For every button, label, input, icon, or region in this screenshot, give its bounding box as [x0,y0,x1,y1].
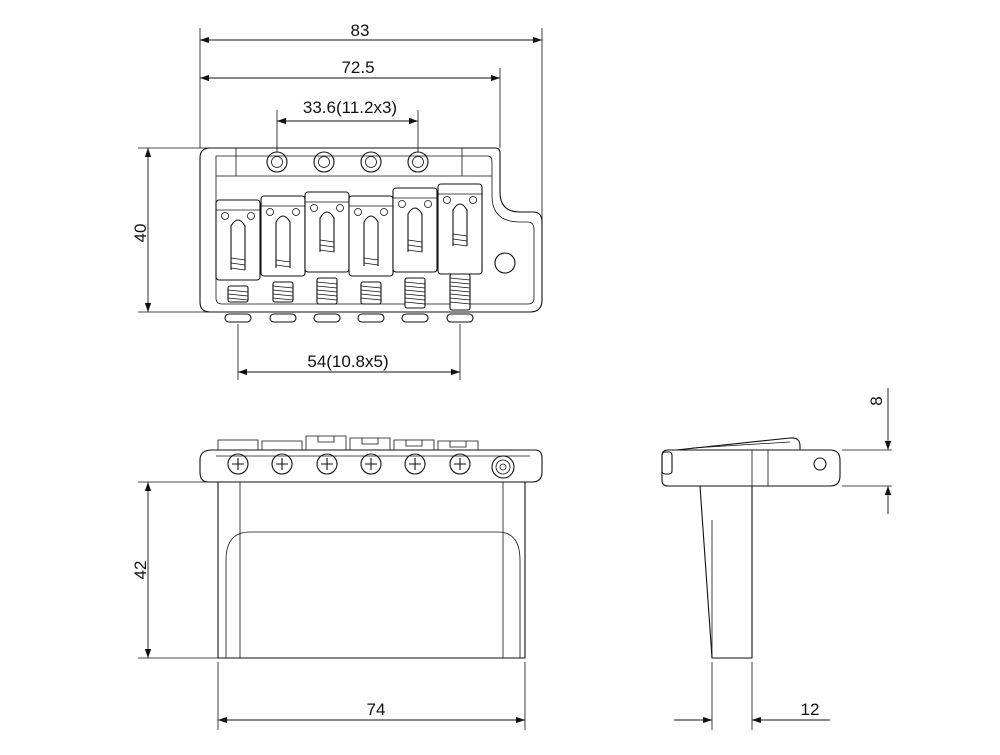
front-screw [227,453,249,475]
dim-72-5: 72.5 [341,58,374,77]
front-plate [199,449,543,483]
front-screw [316,453,338,475]
mount-screw [407,151,429,173]
front-screw [271,453,293,475]
front-view: 42 74 [131,435,543,730]
front-screw [404,453,426,475]
dim-42: 42 [131,561,150,580]
front-screw [449,453,471,475]
side-view: 8 12 [661,388,892,730]
saddle-1 [215,199,261,323]
dim-8: 8 [867,396,886,405]
dim-12: 12 [801,700,820,719]
side-block [699,485,753,659]
arm-socket [491,455,515,479]
mount-screw [266,151,288,173]
front-screws [227,453,515,479]
front-screw [360,453,382,475]
saddle-group [215,183,483,323]
dim-74: 74 [367,700,386,719]
mount-screw [313,151,335,173]
saddle-2 [260,195,306,323]
dim-33-6: 33.6(11.2x3) [303,98,397,117]
saddle-6 [437,183,483,323]
saddle-4 [348,195,394,323]
side-plate [661,449,841,487]
tremolo-block [217,482,526,659]
arm-hole [494,252,516,274]
mount-screw [360,151,382,173]
saddle-3 [304,191,350,323]
saddle-5 [392,187,438,323]
top-mount-screws [266,151,429,173]
top-view: 83 72.5 33.6(11.2x3) 40 54(10.8x5) [131,21,543,380]
dim-83: 83 [351,21,370,40]
dim-54: 54(10.8x5) [307,352,388,371]
dim-40: 40 [131,224,150,243]
